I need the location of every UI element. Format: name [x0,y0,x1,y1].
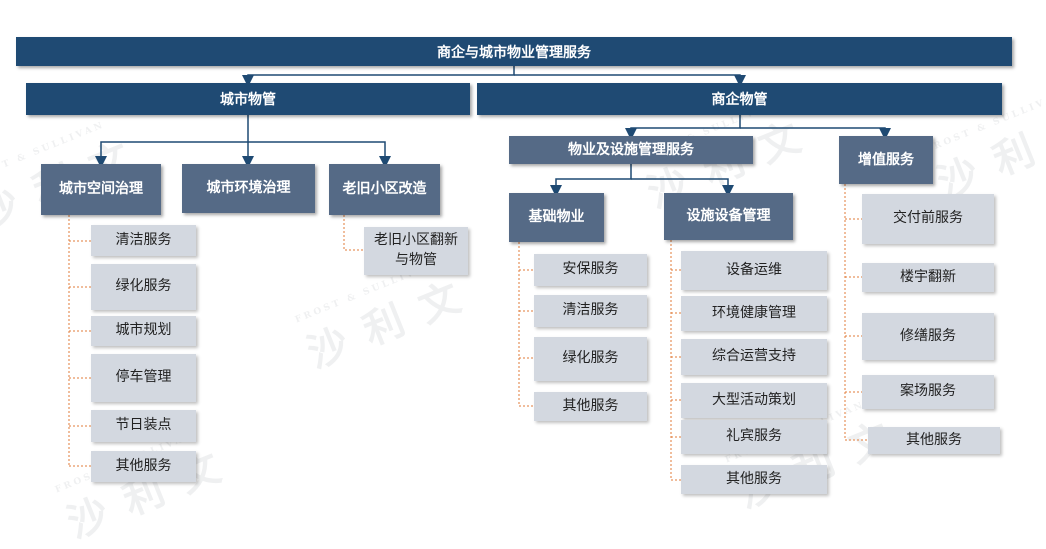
value-item-renovation: 楼宇翻新 [862,263,994,292]
equipment-item-maintenance: 设备运维 [681,251,827,290]
basic-item-cleaning: 清洁服务 [534,295,647,327]
value-item-sales-site: 案场服务 [862,375,994,409]
equipment-management-node: 设施设备管理 [664,193,793,240]
space-item-cleaning: 清洁服务 [91,225,196,256]
basic-item-other: 其他服务 [534,392,647,421]
basic-property-node: 基础物业 [509,193,604,242]
space-item-parking: 停车管理 [91,354,196,402]
equipment-item-reception: 礼宾服务 [681,420,827,454]
facility-service-node: 物业及设施管理服务 [509,136,753,164]
space-item-festival: 节日装点 [91,410,196,442]
urban-environment-node: 城市环境治理 [182,164,315,213]
connector-lines [68,66,891,481]
equipment-item-events: 大型活动策划 [681,383,827,418]
old-community-node: 老旧小区改造 [329,164,440,215]
city-management-node: 城市物管 [26,83,470,115]
equipment-item-operations: 综合运营支持 [681,339,827,375]
basic-item-security: 安保服务 [534,254,647,286]
equipment-item-other: 其他服务 [681,465,827,494]
root-node: 商企与城市物业管理服务 [16,37,1012,66]
value-item-pre-delivery: 交付前服务 [862,194,994,244]
business-management-node: 商企物管 [477,83,1002,115]
value-item-repair: 修缮服务 [862,313,994,360]
basic-item-greening: 绿化服务 [534,337,647,381]
space-item-greening: 绿化服务 [91,264,196,310]
equipment-item-ehs: 环境健康管理 [681,296,827,331]
space-item-planning: 城市规划 [91,316,196,346]
urban-space-node: 城市空间治理 [41,164,161,215]
renovation-item: 老旧小区翻新与物管 [364,227,468,275]
value-added-node: 增值服务 [839,136,933,184]
space-item-other: 其他服务 [91,451,196,482]
value-item-other: 其他服务 [868,427,1000,454]
